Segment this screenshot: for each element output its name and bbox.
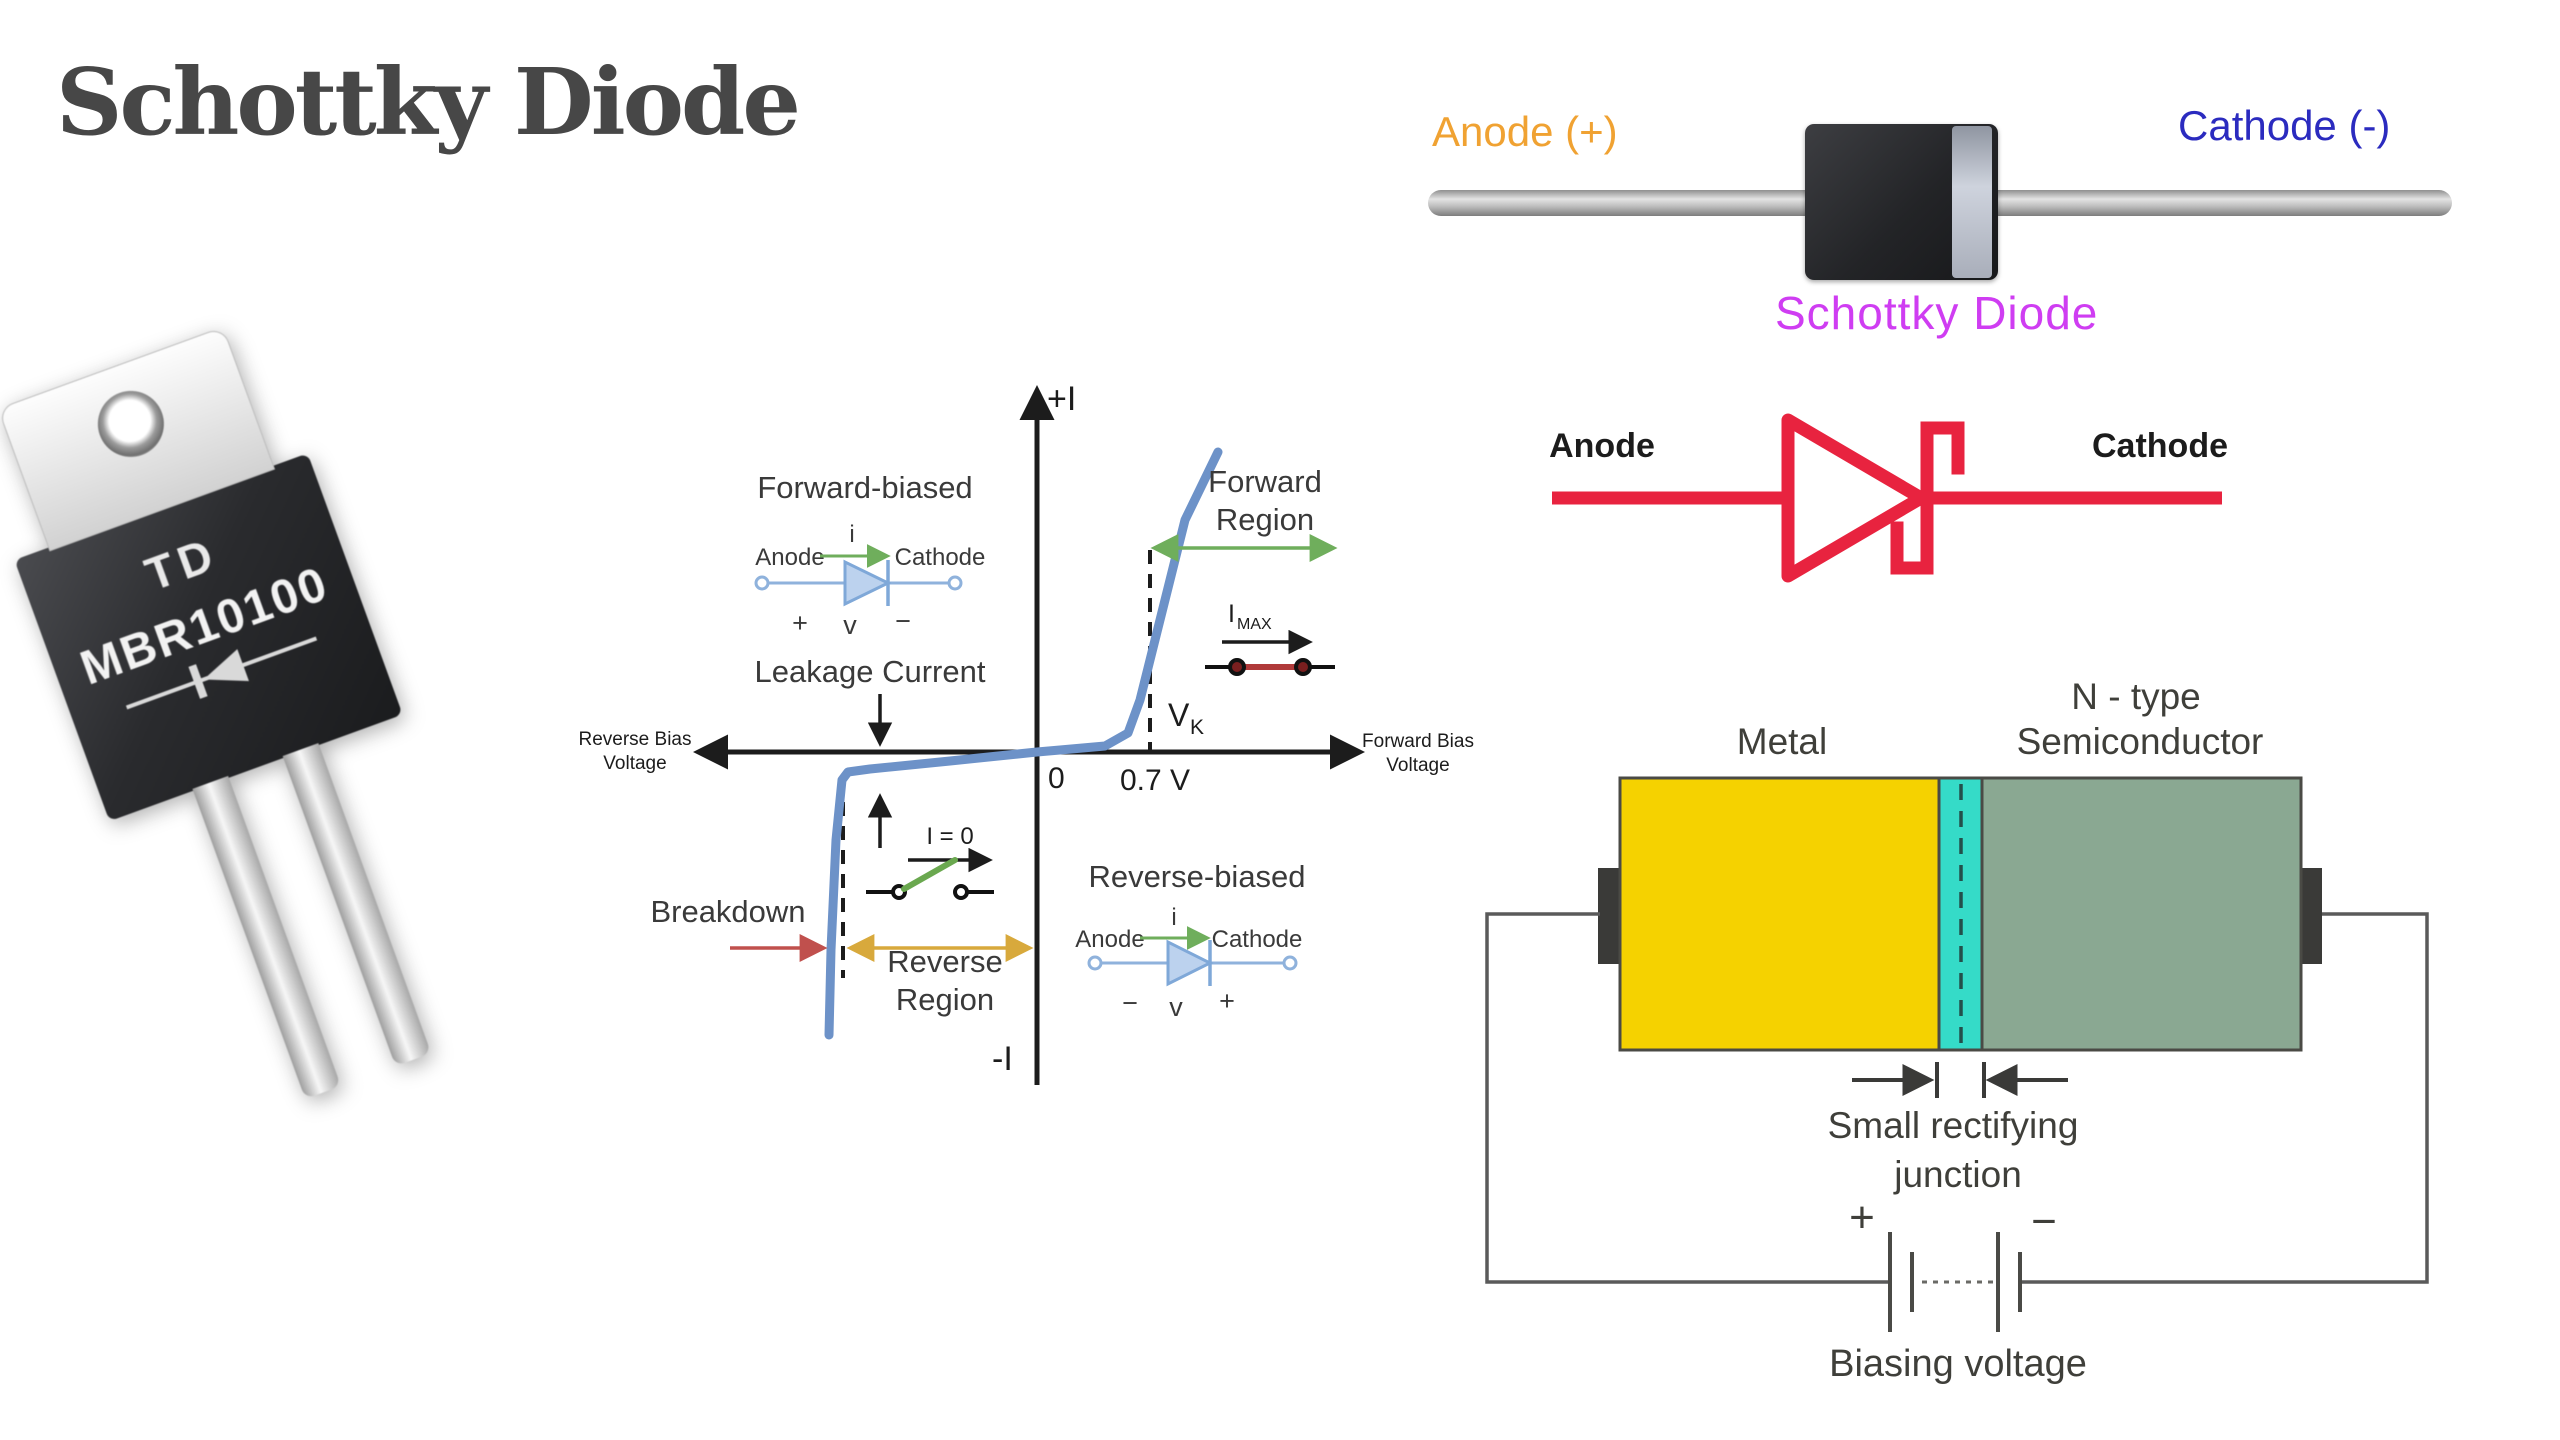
reverse-region-line2: Region: [896, 982, 994, 1017]
forward-region-line1: Forward: [1208, 464, 1322, 499]
rb-cathode-label: Cathode: [1212, 926, 1303, 953]
diode-symbol-marking: [125, 636, 318, 710]
battery-minus: −: [2031, 1197, 2057, 1246]
fb-minus: −: [895, 606, 911, 636]
x-axis-right-label-line2: Voltage: [1386, 755, 1449, 776]
diode-cathode-band: [1952, 126, 1992, 278]
reverse-region-line1: Reverse: [887, 944, 1002, 979]
left-terminal: [1598, 868, 1622, 964]
iv-curve: [824, 447, 1223, 1040]
forward-region-line2: Region: [1216, 502, 1314, 537]
switch-lever-open: [901, 857, 958, 892]
fuse-terminal-right: [1294, 658, 1312, 676]
fb-voltage: v: [843, 610, 857, 640]
symbol-anode-label: Anode: [1549, 427, 1655, 465]
rb-minus: −: [1122, 988, 1138, 1018]
circuit-wire-right: [2022, 912, 2429, 1284]
fb-terminal-left: [754, 575, 770, 591]
knee-voltage-label: 0.7 V: [1120, 764, 1190, 797]
fb-current-label: i: [849, 521, 854, 548]
imax-subscript: MAX: [1237, 616, 1272, 633]
y-axis-top-label: +I: [1047, 380, 1076, 418]
fb-plus: +: [792, 608, 808, 638]
page-title: Schottky Diode: [56, 48, 801, 156]
schottky-symbol-panel: Anode Cathode: [1549, 413, 2228, 583]
mounting-hole: [88, 381, 174, 467]
ntype-block: [1980, 776, 2303, 1052]
symbol-triangle: [1781, 413, 1928, 583]
circuit-wire-left: [1485, 912, 1888, 1284]
fb-cathode-label: Cathode: [895, 544, 986, 571]
rb-terminal-right: [1282, 955, 1298, 971]
x-axis-left-label-line1: Reverse Bias: [579, 729, 692, 750]
diode-body: [1805, 124, 1998, 280]
symbol-schottky-bar: [1890, 421, 1965, 575]
x-axis-right-label-line1: Forward Bias: [1362, 731, 1474, 752]
component-photo: TD MBR10100: [0, 318, 438, 1118]
metal-label: Metal: [1737, 721, 1827, 762]
battery-plus: +: [1849, 1193, 1875, 1242]
rb-current-label: i: [1171, 904, 1176, 931]
breakdown-label: Breakdown: [650, 894, 805, 929]
fb-terminal-right: [947, 575, 963, 591]
vk-label: V: [1168, 697, 1190, 733]
reverse-biased-label: Reverse-biased: [1088, 859, 1305, 894]
ntype-label-line1: N - type: [2071, 676, 2201, 717]
x-axis-left-label-line2: Voltage: [603, 753, 666, 774]
vk-subscript: K: [1190, 716, 1204, 739]
forward-biased-label: Forward-biased: [757, 470, 972, 505]
fuse-terminal-left: [1228, 658, 1246, 676]
rb-terminal-left: [1087, 955, 1103, 971]
to220-package: TD MBR10100: [0, 313, 519, 1131]
ntype-label-line2: Semiconductor: [2017, 721, 2264, 762]
junction-diagram: Metal N - type Semiconductor Small recti…: [1485, 676, 2429, 1385]
leakage-current-label: Leakage Current: [755, 654, 986, 689]
cathode-minus-label: Cathode (-): [2178, 102, 2391, 149]
rb-voltage: v: [1169, 992, 1183, 1022]
rb-plus: +: [1219, 986, 1235, 1016]
i-zero-label: I = 0: [926, 823, 973, 850]
imax-label: I: [1228, 600, 1235, 628]
y-axis-bottom-label: -I: [992, 1040, 1013, 1078]
rb-anode-label: Anode: [1075, 926, 1144, 953]
rb-diode-triangle: [1166, 939, 1214, 987]
junction-label-line2: junction: [1893, 1154, 2022, 1195]
metal-block: [1618, 776, 1941, 1052]
symbol-cathode-label: Cathode: [2092, 427, 2228, 465]
fb-anode-label: Anode: [755, 544, 824, 571]
biasing-voltage-label: Biasing voltage: [1829, 1343, 2087, 1385]
switch-contact: [953, 884, 969, 900]
anode-plus-label: Anode (+): [1432, 108, 1618, 155]
origin-label: 0: [1048, 762, 1065, 795]
junction-label-line1: Small rectifying: [1828, 1105, 2079, 1146]
iv-curve-graph: +I -I Reverse Bias Voltage Forward Bias …: [579, 380, 1474, 1085]
fb-diode-triangle: [843, 559, 892, 607]
brand-marking: TD: [138, 526, 226, 601]
schottky-diode-caption: Schottky Diode: [1775, 287, 2099, 339]
package-body: TD MBR10100: [14, 453, 403, 822]
